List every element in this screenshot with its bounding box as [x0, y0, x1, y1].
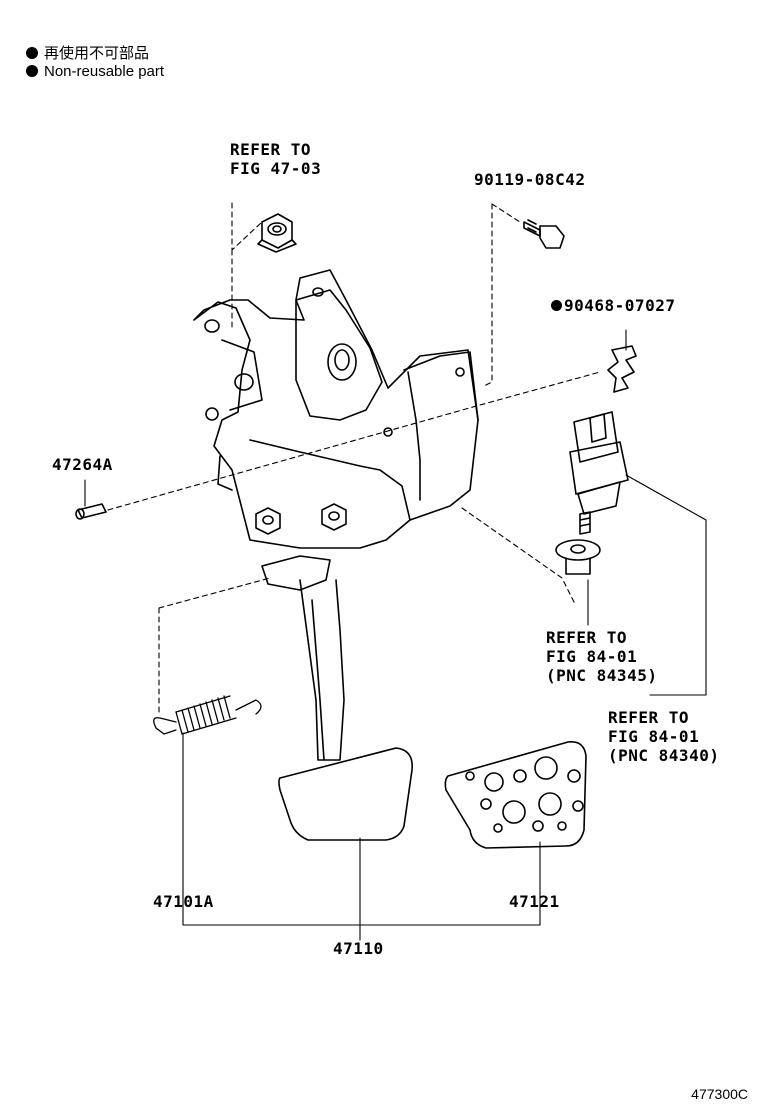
pedal-bracket-icon: [193, 269, 479, 549]
pedal-cover-icon: [444, 740, 587, 849]
refer-fig-4703-label: REFER TO FIG 47-03: [230, 140, 322, 178]
refer-pnc-84345-label: REFER TO FIG 84-01 (PNC 84345): [546, 628, 658, 685]
bolt-icon: [523, 219, 565, 249]
dashed-leaders: [107, 202, 601, 717]
non-reusable-dot-icon: [26, 47, 38, 59]
pin-part-number: 47264A: [52, 455, 113, 474]
clevis-pin-icon: [75, 503, 107, 520]
pad-part-number: 47121: [509, 892, 560, 911]
solid-leaders: [84, 329, 707, 941]
pedal-assy-part-number: 47110: [333, 939, 384, 958]
return-spring-icon: [153, 695, 262, 735]
flange-nut-icon: [257, 213, 297, 253]
pedal-pad-icon: [278, 747, 413, 841]
stop-lamp-switch-icon: [569, 411, 629, 535]
legend-en: Non-reusable part: [26, 63, 164, 80]
refer-pnc-84340-label: REFER TO FIG 84-01 (PNC 84340): [608, 708, 720, 765]
non-reusable-dot-icon: [26, 65, 38, 77]
clip-icon: [607, 345, 637, 393]
clip-part-number: 90468-07027: [551, 296, 675, 315]
figure-code: 477300C: [691, 1086, 748, 1102]
grommet-icon: [555, 539, 601, 575]
spring-part-number: 47101A: [153, 892, 214, 911]
bolt-part-number: 90119-08C42: [474, 170, 586, 189]
legend-jp: 再使用不可部品: [26, 42, 149, 63]
pedal-arm-icon: [261, 555, 345, 761]
non-reusable-dot-icon: [551, 300, 562, 311]
